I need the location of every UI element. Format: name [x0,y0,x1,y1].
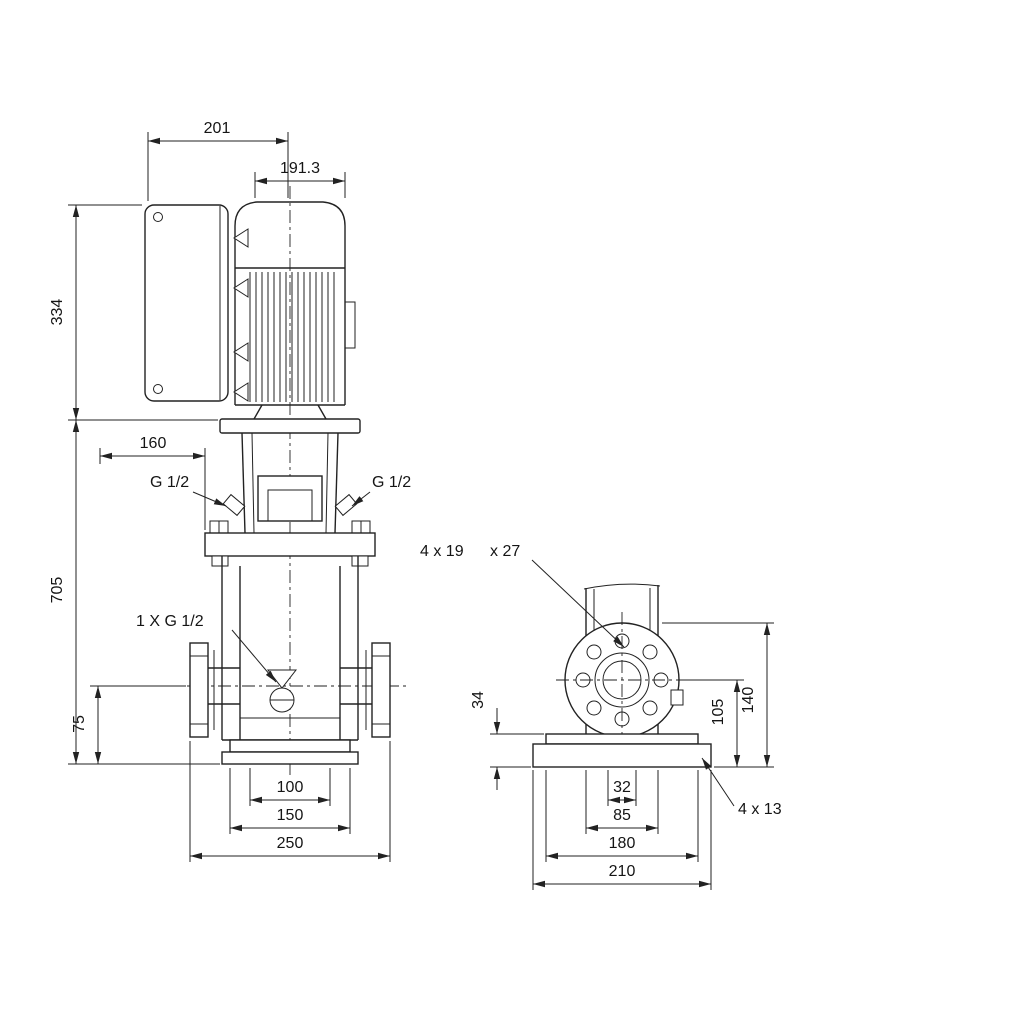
end-view: 4 x 19 x 27 34 105 140 32 [420,543,782,890]
dim-160-label: 160 [140,435,167,452]
dim-105: 105 [685,679,744,767]
dim-210: 210 [532,770,712,890]
dim-150: 150 [229,768,351,834]
side-boss [670,689,684,706]
dim-210-label: 210 [609,863,636,880]
end-flange [556,612,688,748]
base-holes-label: 4 x 13 [738,801,782,818]
dim-705: 705 [49,420,220,765]
pump-head [204,432,376,567]
port-right-label: G 1/2 [372,474,411,491]
flange-holes-count-label: 4 x 19 [420,543,464,560]
end-column [583,583,661,640]
dim-705-label: 705 [49,577,66,604]
dim-250: 250 [189,741,391,862]
dim-100: 100 [249,768,331,806]
clamp-tabs [233,228,249,402]
label-drain: 1 X G 1/2 [136,613,277,683]
dim-34-label: 34 [470,691,487,709]
label-flange-holes: 4 x 19 x 27 [420,543,625,648]
terminal-box [345,301,356,349]
motor [233,201,356,406]
motor-stool [219,404,361,434]
drain-label: 1 X G 1/2 [136,613,204,630]
label-port-right: G 1/2 [351,474,411,507]
motor-cooling-fins [249,272,335,402]
dim-201: 201 [147,120,289,201]
port-left-label: G 1/2 [150,474,189,491]
head-flange [204,532,376,557]
gauge-plug-left [222,493,246,517]
dim-191-3-label: 191.3 [280,160,320,177]
dim-334-label: 334 [49,299,66,326]
dim-34: 34 [470,691,544,790]
dim-180: 180 [545,770,699,862]
dim-100-label: 100 [277,779,304,796]
dim-105-label: 105 [710,699,727,726]
motor-control-box [144,204,229,402]
flange-right [340,642,391,738]
label-base-holes: 4 x 13 [701,757,782,818]
dim-140: 140 [662,622,774,768]
dim-334: 334 [49,204,218,421]
dim-250-label: 250 [277,835,304,852]
dim-150-label: 150 [277,807,304,824]
dim-85: 85 [585,770,659,834]
dim-180-label: 180 [609,835,636,852]
drain-plug [266,669,298,713]
end-base [532,724,712,768]
dim-160: 160 [99,435,206,530]
side-view: 201 191.3 334 160 705 G 1/2 [49,120,411,862]
label-port-left: G 1/2 [150,474,227,507]
dim-32: 32 [607,770,637,806]
dim-32-label: 32 [613,779,631,796]
dim-75-label: 75 [71,715,88,733]
dim-140-label: 140 [740,687,757,714]
flange-left [189,642,240,738]
dim-191-3: 191.3 [254,160,346,198]
flange-holes-depth-label: x 27 [490,543,520,560]
dim-75: 75 [71,685,186,764]
dim-201-label: 201 [204,120,231,137]
coupling [267,489,313,522]
pump-base [221,739,359,765]
dim-85-label: 85 [613,807,631,824]
